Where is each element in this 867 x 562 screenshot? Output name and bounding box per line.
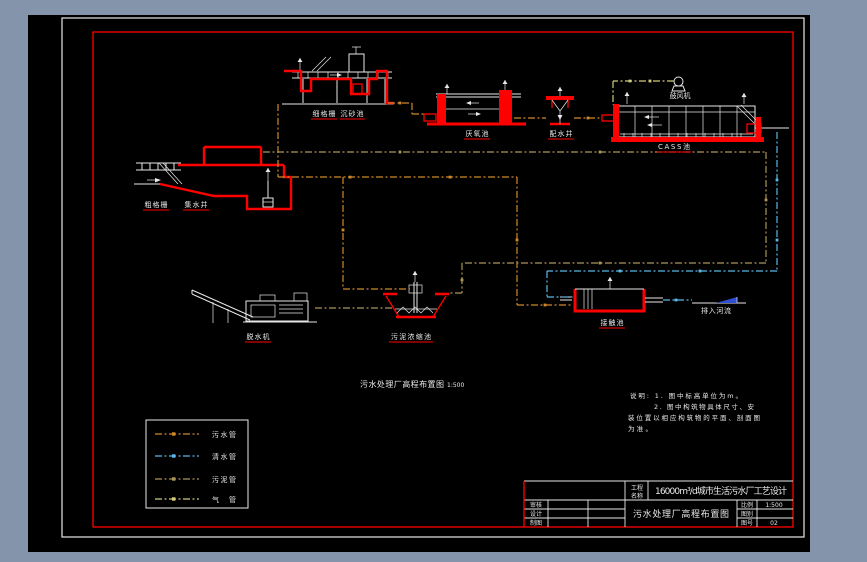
label-grit-chamber: 沉砂池	[341, 109, 364, 118]
drawing-title: 污水处理厂高程布置图 1:500	[360, 379, 464, 389]
label-sludge-thickener: 污泥浓缩池	[391, 332, 431, 341]
label-blower: 鼓风机	[670, 91, 691, 100]
pipes-air	[612, 79, 674, 105]
label-distribution-well: 配水井	[550, 129, 573, 138]
note-line-1: 说明: 1. 图中标高单位为m。	[630, 391, 742, 400]
river-outfall-drawing	[692, 297, 746, 304]
pipes-sewage	[277, 101, 602, 307]
anaerobic-tank-drawing	[423, 80, 526, 126]
legend-label-clean-water: 清水管	[212, 452, 236, 461]
label-contact-tank: 接触池	[601, 318, 624, 327]
note-line-3: 装位置以相应构筑物的平面、剖面图	[628, 413, 760, 422]
sheet-borders	[61, 17, 805, 538]
label-collection-well: 集水井	[185, 200, 208, 209]
tb-project-label-1: 工程	[631, 484, 643, 492]
fine-screen-grit-drawing	[282, 46, 394, 105]
title-block: 工程 名称 16000m³/d城市生活污水厂工艺设计 污水处理厂高程布置图 审核…	[523, 480, 793, 527]
label-discharge: 排入河流	[701, 306, 731, 315]
pipes-clean-water	[546, 132, 779, 302]
tb-row-zhitu: 制图	[530, 519, 542, 527]
cass-tank-drawing	[601, 92, 789, 142]
legend-label-air: 气 管	[212, 495, 236, 504]
label-cass-tank: CASS池	[658, 142, 690, 151]
pipes-sludge	[263, 150, 768, 309]
tb-scale-value: 1:500	[765, 502, 782, 509]
distribution-well-drawing	[546, 87, 574, 126]
tb-number-value: 02	[770, 520, 778, 527]
drawing-title-scale: 1:500	[447, 382, 464, 389]
tb-project-label-2: 名称	[631, 492, 643, 500]
legend-label-sludge: 污泥管	[212, 475, 236, 484]
tb-category-label: 图别	[741, 510, 753, 518]
note-line-4: 为准。	[628, 424, 652, 433]
equipment-labels: 粗格栅 集水井 细格栅 沉砂池 厌氧池 配水井 鼓风机 CASS池 脱水机 污泥…	[143, 91, 731, 343]
drawing-title-text: 污水处理厂高程布置图	[360, 379, 444, 389]
tb-scale-label: 比例	[741, 501, 753, 509]
note-line-2: 2. 图中构筑物具体尺寸、安	[654, 402, 755, 411]
legend-label-sewage: 污水管	[212, 430, 236, 439]
label-fine-screen: 细格栅	[313, 109, 336, 118]
tb-row-shenhe: 审核	[530, 501, 542, 509]
label-dewatering-machine: 脱水机	[247, 332, 270, 341]
tb-drawing-name: 污水处理厂高程布置图	[633, 508, 729, 520]
label-anaerobic-tank: 厌氧池	[466, 129, 489, 138]
tb-row-sheji: 设计	[530, 510, 542, 518]
sludge-thickener-drawing	[383, 271, 449, 319]
dewatering-machine-drawing	[191, 289, 317, 323]
tb-number-label: 图号	[741, 520, 753, 527]
contact-tank-drawing	[560, 277, 663, 313]
notes: 说明: 1. 图中标高单位为m。 2. 图中构筑物具体尺寸、安 装位置以相应构筑…	[628, 391, 760, 433]
tb-project-name: 16000m³/d城市生活污水厂工艺设计	[655, 485, 787, 497]
coarse-screen-drawing	[134, 145, 293, 211]
label-coarse-screen: 粗格栅	[145, 200, 168, 209]
cad-canvas	[28, 15, 810, 552]
legend: 污水管 清水管 污泥管 气 管	[145, 419, 249, 509]
blower-drawing	[671, 76, 686, 92]
